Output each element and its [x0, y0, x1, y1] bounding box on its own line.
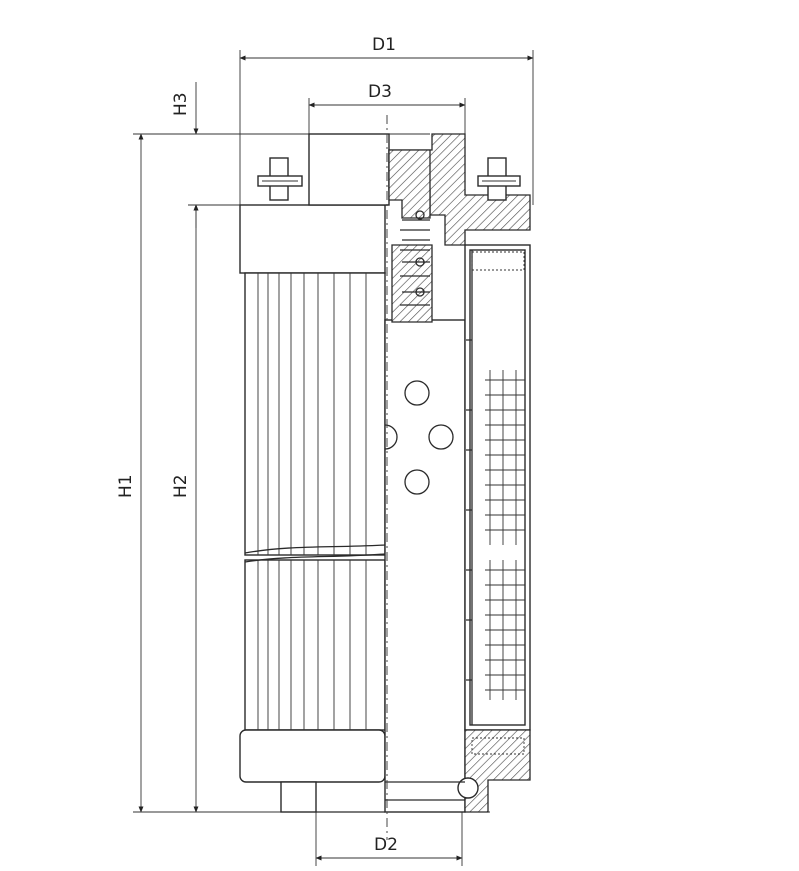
dimension-label-d2: D2 — [374, 835, 398, 855]
dimension-label-h3: H3 — [171, 92, 191, 116]
section-view — [384, 133, 531, 813]
dimension-label-d3: D3 — [368, 82, 392, 102]
filter-body — [239, 133, 390, 813]
dimension-label-h1: H1 — [116, 474, 136, 498]
dimension-label-d1: D1 — [372, 35, 396, 55]
pleats — [257, 273, 367, 730]
dimension-label-h2: H2 — [171, 474, 191, 498]
